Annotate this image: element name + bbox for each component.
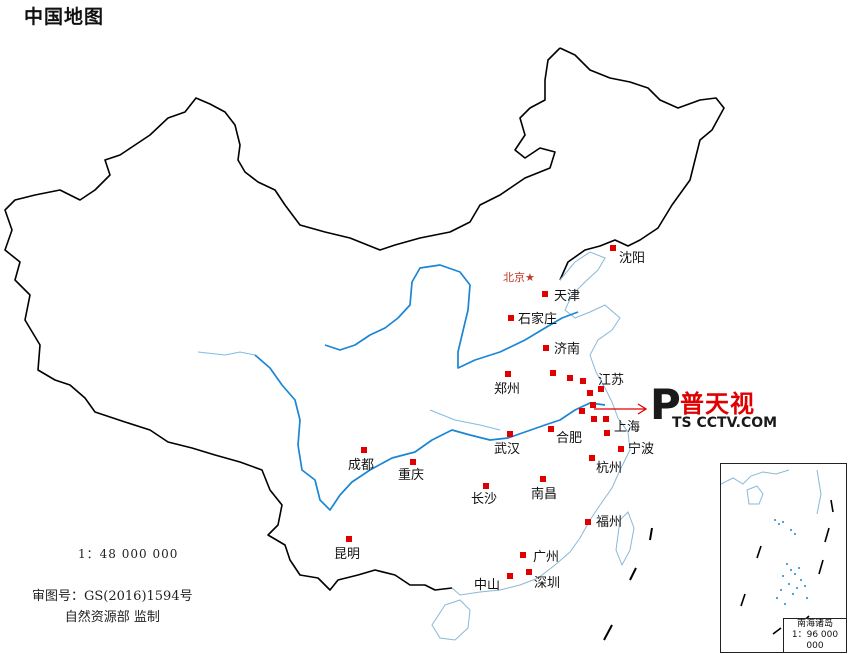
coastline [451, 251, 631, 596]
inset-boundary-dashes [740, 499, 834, 635]
city-markers: 沈阳 天津 石家庄 济南 郑州 江苏 上海 合肥 宁波 武汉 杭州 成都 重庆 [334, 245, 654, 593]
city-marker-hefei [548, 426, 554, 432]
city-label-shenzhen: 深圳 [534, 576, 560, 591]
taiwan-island [615, 511, 635, 567]
approval-supervisor: 自然资源部 监制 [64, 610, 160, 625]
city-marker-dot-h [604, 430, 610, 436]
city-marker-tianjin [542, 291, 548, 297]
city-label-hefei: 合肥 [556, 431, 582, 446]
city-marker-shenzhen [526, 569, 532, 575]
city-label-shenyang: 沈阳 [619, 251, 645, 266]
city-label-zhengzhou: 郑州 [494, 382, 520, 397]
map-title: 中国地图 [24, 6, 105, 28]
city-marker-nanchang [540, 476, 546, 482]
city-marker-shenyang [610, 245, 616, 251]
logo-website: TS CCTV.COM [672, 415, 778, 431]
inset-caption: 南海诸岛 1：96 000 000 [783, 618, 846, 652]
city-label-kunming: 昆明 [334, 547, 360, 562]
yangtze-river [254, 354, 606, 511]
ptscctv-logo: P 普天视 TS CCTV.COM [650, 380, 800, 434]
city-label-tianjin: 天津 [554, 289, 580, 304]
city-label-wuhan: 武汉 [494, 442, 520, 457]
city-marker-kunming [346, 536, 352, 542]
city-label-chengdu: 成都 [348, 458, 374, 473]
hainan-island [431, 599, 471, 641]
city-marker-chengdu [361, 447, 367, 453]
national-border [4, 47, 725, 591]
city-label-jiangsu: 江苏 [598, 372, 624, 388]
city-label-ningbo: 宁波 [628, 441, 654, 457]
city-marker-fuzhou [585, 519, 591, 525]
city-marker-dot-g [591, 416, 597, 422]
western-tributary [197, 351, 256, 356]
city-label-guangzhou: 广州 [533, 550, 559, 565]
han-river [429, 409, 501, 431]
city-label-shanghai: 上海 [614, 420, 640, 435]
city-label-hangzhou: 杭州 [596, 461, 622, 476]
yellow-river [324, 264, 579, 369]
sea-boundary-marks [603, 527, 653, 641]
city-marker-dot-c [580, 378, 586, 384]
city-label-fuzhou: 福州 [596, 515, 622, 530]
city-label-chongqing: 重庆 [398, 467, 424, 483]
city-marker-wuhan [507, 431, 513, 437]
city-marker-dot-b [567, 375, 573, 381]
logo-letter: P [650, 380, 681, 429]
city-marker-shijiazhuang [508, 315, 514, 321]
city-label-changsha: 长沙 [471, 492, 497, 507]
city-label-jinan: 济南 [554, 341, 580, 357]
logo-chinese-name: 普天视 [680, 390, 755, 418]
city-label-zhongshan: 中山 [474, 578, 500, 593]
south-china-sea-inset: 南海诸岛 1：96 000 000 [720, 463, 847, 653]
city-marker-ningbo [618, 446, 624, 452]
inset-name: 南海诸岛 [796, 619, 833, 629]
capital-label-beijing: 北京★ [503, 270, 535, 284]
city-marker-jiangsu [598, 386, 604, 392]
city-marker-hangzhou [589, 455, 595, 461]
inset-scale: 1：96 000 000 [791, 630, 839, 651]
city-marker-jinan [543, 345, 549, 351]
city-marker-dot-f [579, 408, 585, 414]
city-marker-dot-e [590, 402, 596, 408]
map-scale: 1：48 000 000 [78, 547, 179, 561]
city-marker-dot-a [550, 370, 556, 376]
city-marker-chongqing [410, 459, 416, 465]
inset-islands [774, 519, 808, 605]
arrow-to-logo [594, 403, 648, 415]
city-marker-changsha [483, 483, 489, 489]
city-marker-zhongshan [507, 573, 513, 579]
city-marker-dot-d [587, 390, 593, 396]
city-marker-shanghai [603, 416, 609, 422]
city-marker-zhengzhou [505, 371, 511, 377]
city-label-shijiazhuang: 石家庄 [518, 311, 557, 327]
city-marker-guangzhou [520, 552, 526, 558]
approval-number: 审图号：GS(2016)1594号 [32, 589, 193, 604]
city-label-nanchang: 南昌 [531, 486, 557, 502]
approval-block: 审图号：GS(2016)1594号 自然资源部 监制 [32, 586, 193, 628]
